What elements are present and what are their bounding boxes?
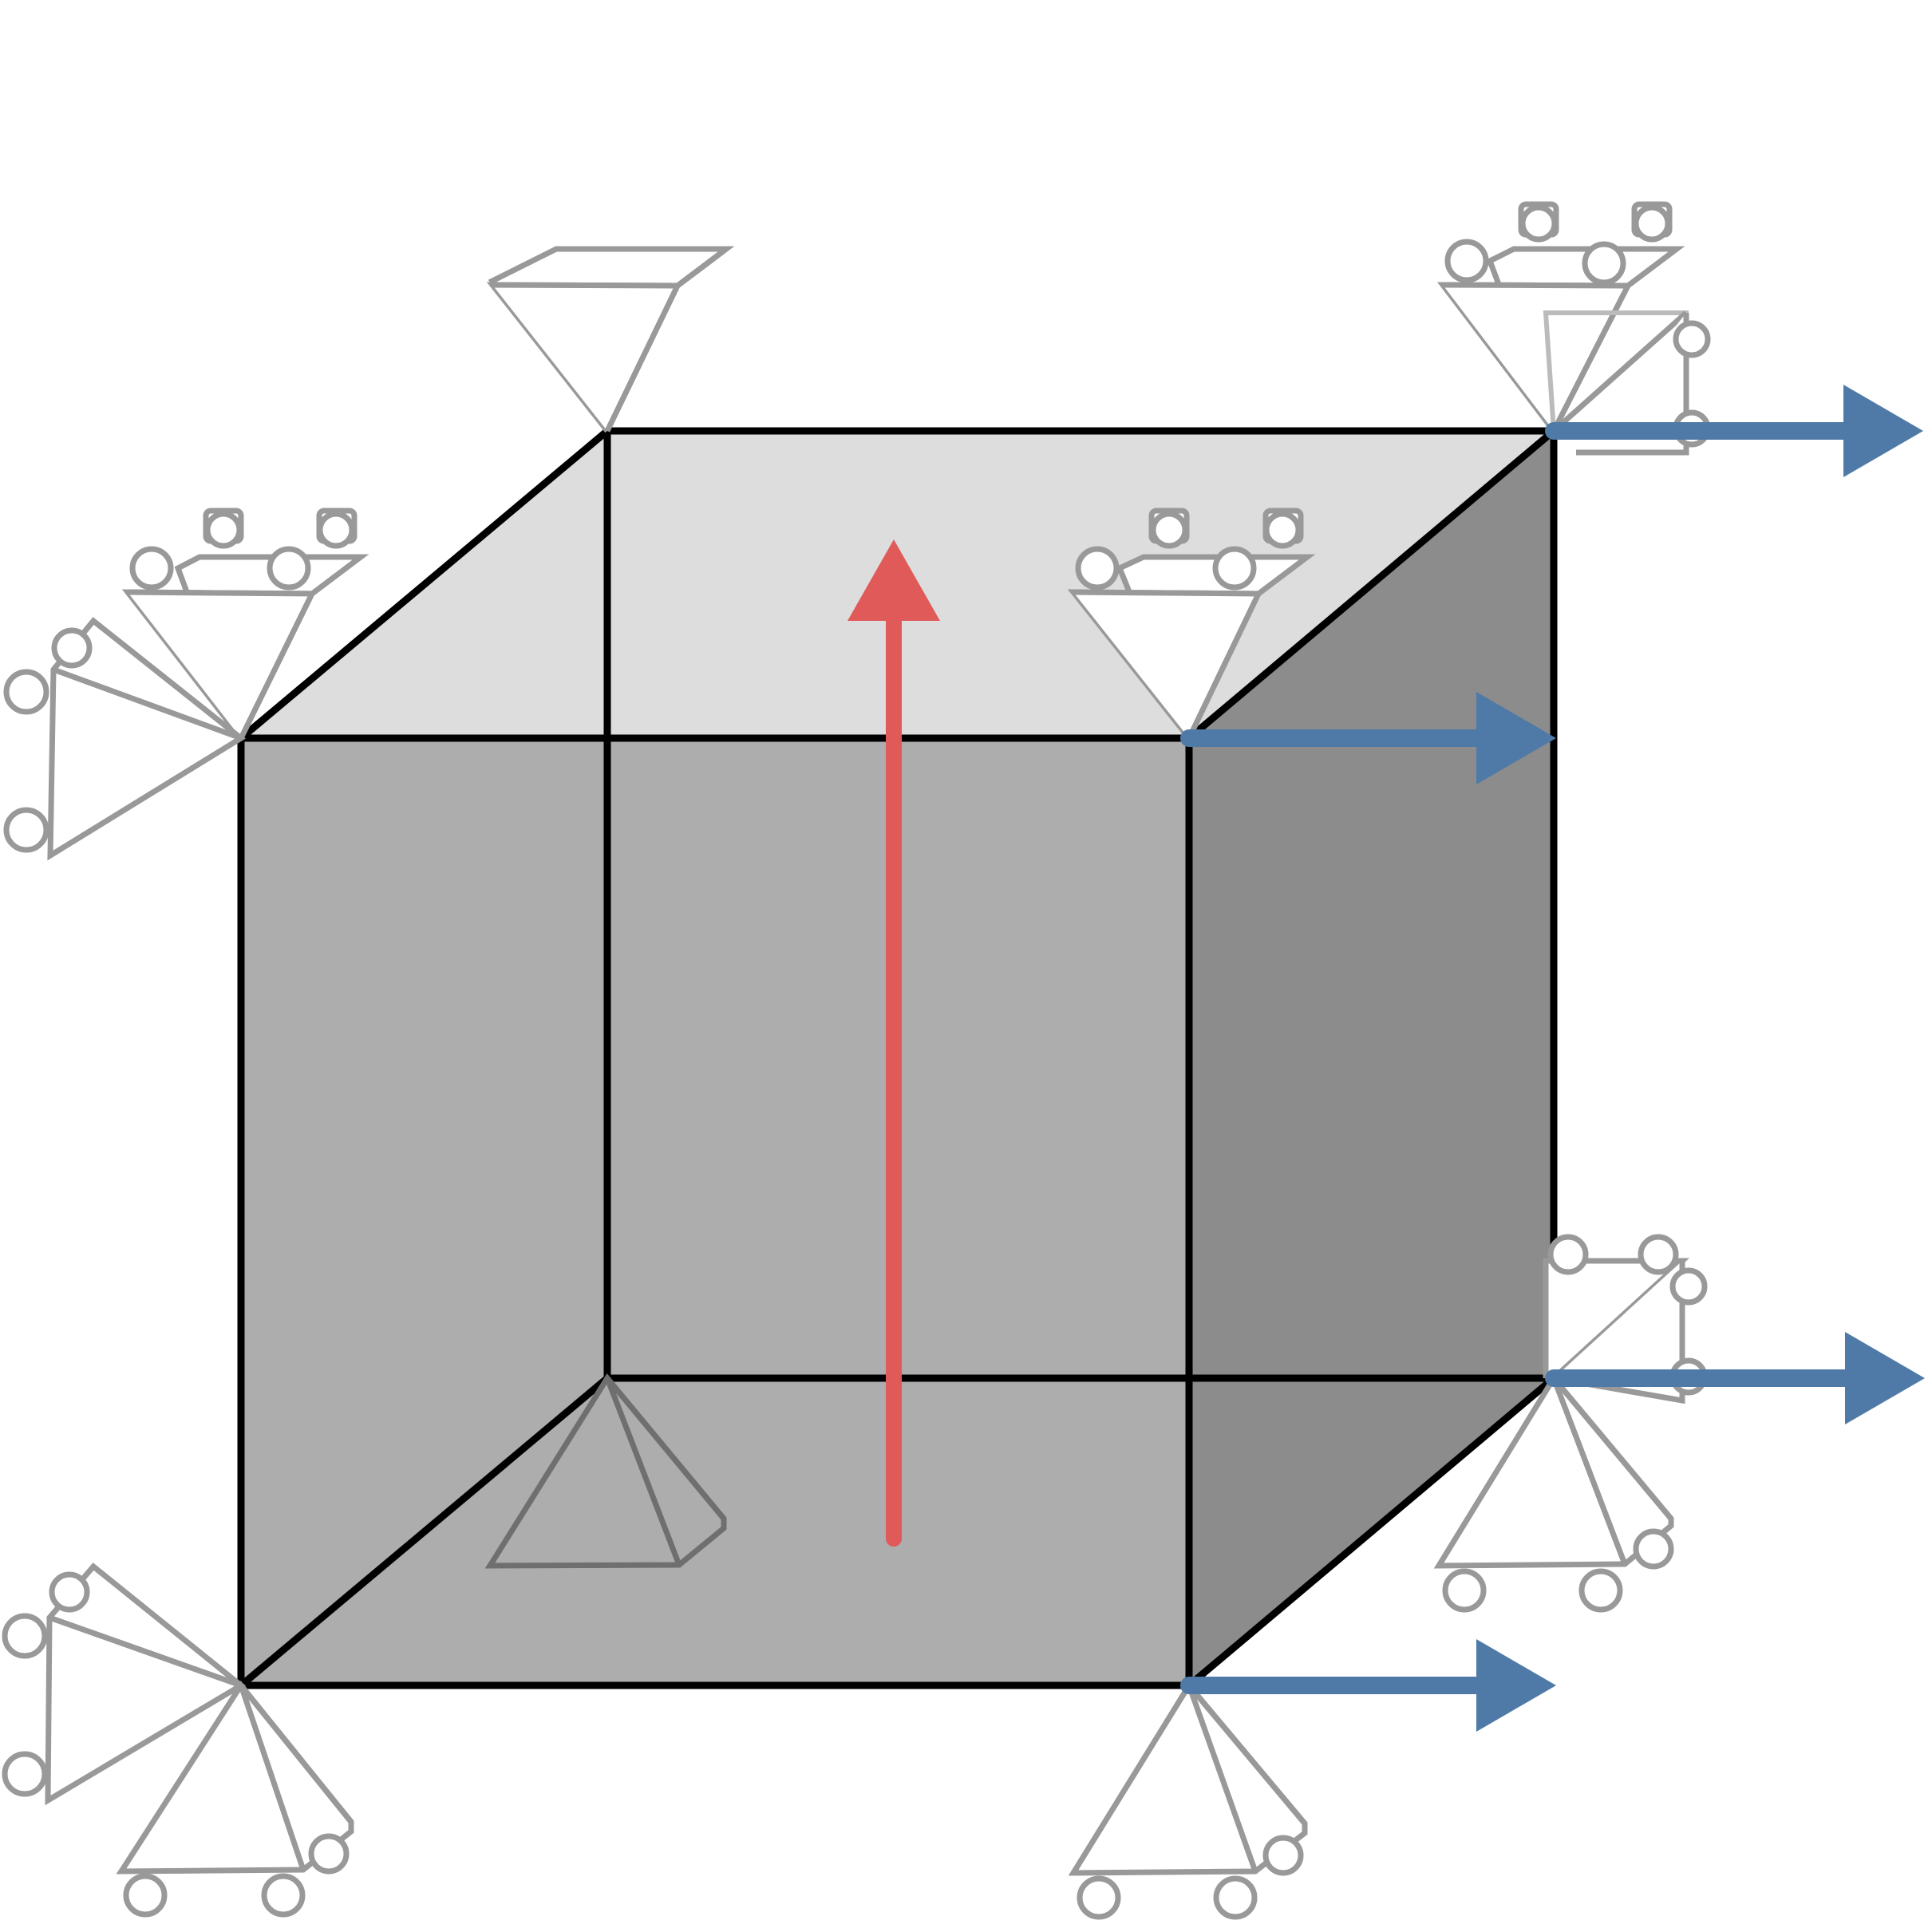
right-arrow-icon	[1545, 1332, 1925, 1424]
roller-support-icon	[1436, 201, 1711, 456]
cube-edge-top-right	[1183, 425, 1559, 744]
roller-support-icon	[1433, 1234, 1708, 1613]
roller-support-icon	[3, 508, 369, 861]
up-arrow-icon	[847, 539, 940, 1547]
right-arrow-icon	[1180, 692, 1556, 784]
roller-support-icon	[2, 1563, 354, 1918]
cube-edge-top-left	[235, 425, 613, 744]
cube-front-face	[241, 738, 1189, 1685]
pin-support-icon	[486, 246, 735, 433]
pin-support-icon	[484, 1373, 727, 1569]
cube-edge-bottom-right	[1183, 1373, 1559, 1691]
load-arrow-head	[847, 539, 940, 621]
right-arrow-icon	[1180, 1639, 1556, 1732]
right-arrow-icon	[1545, 385, 1923, 477]
roller-support-icon	[1068, 1681, 1308, 1920]
roller-support-icon	[1067, 508, 1316, 741]
cube-edge-bottom-left	[235, 1373, 613, 1691]
